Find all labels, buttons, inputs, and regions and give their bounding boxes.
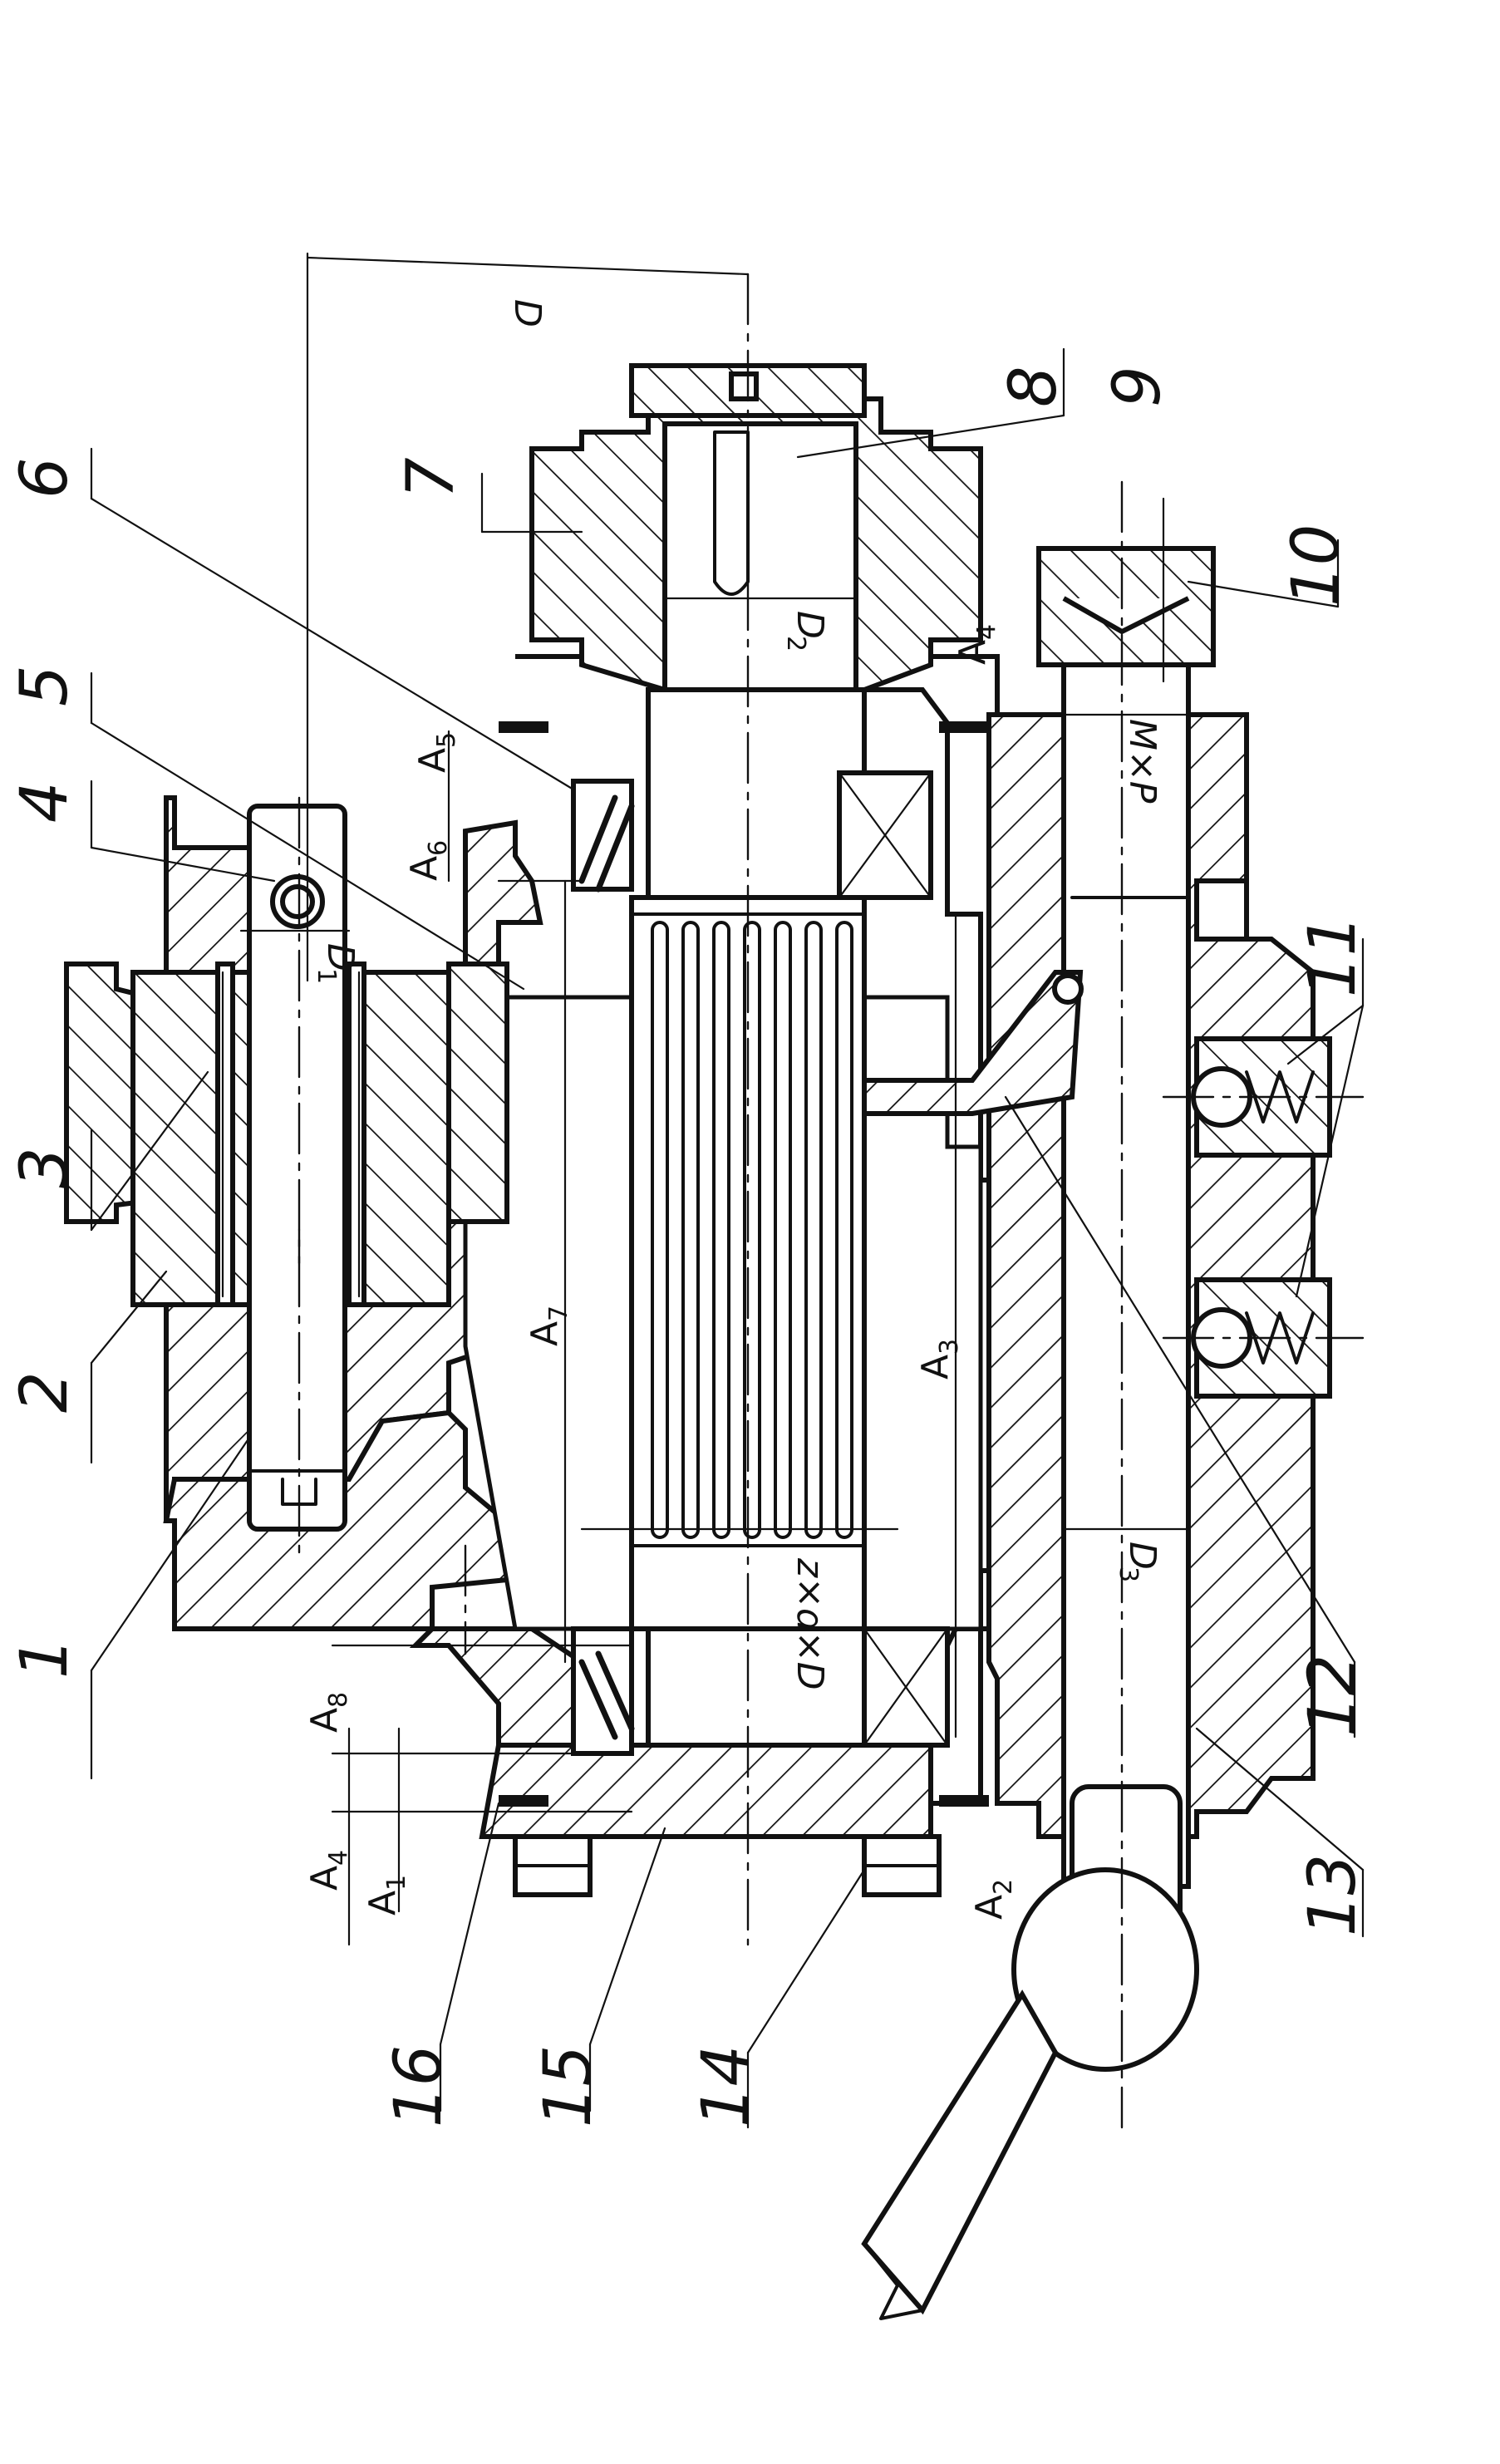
callout-11: 11 bbox=[1296, 915, 1370, 997]
dim-A8-sub: 8 bbox=[324, 1692, 353, 1708]
dim-D1: D bbox=[319, 943, 361, 971]
dim-D3-sub: 3 bbox=[1114, 1566, 1143, 1582]
dim-A3-sub: 3 bbox=[935, 1339, 964, 1355]
callout-9: 9 bbox=[1100, 366, 1175, 407]
seal-rings bbox=[499, 721, 989, 1807]
dimension-lines bbox=[239, 252, 1198, 1946]
callout-5: 5 bbox=[7, 665, 82, 706]
dim-spline: z×d×D bbox=[789, 1557, 831, 1690]
spline-groove bbox=[774, 921, 792, 1539]
dim-D3: D bbox=[1121, 1542, 1163, 1570]
shift-lever bbox=[861, 1784, 1199, 2320]
dim-D2: D bbox=[789, 611, 831, 639]
callout-12: 12 bbox=[1296, 1655, 1370, 1737]
center-lines bbox=[298, 273, 1365, 2129]
callout-1: 1 bbox=[7, 1637, 82, 1679]
lower-bearing bbox=[571, 1626, 950, 1756]
callout-8: 8 bbox=[996, 366, 1071, 407]
callout-13: 13 bbox=[1296, 1854, 1370, 1936]
dim-D2-sub: 2 bbox=[781, 636, 810, 652]
dim-D: D bbox=[506, 299, 548, 327]
callout-10: 10 bbox=[1279, 524, 1354, 607]
callout-2: 2 bbox=[7, 1371, 82, 1413]
plug-bolts bbox=[513, 1834, 942, 1897]
upper-bearing bbox=[571, 687, 933, 900]
spline-groove bbox=[743, 921, 761, 1539]
dim-A7-sub: 7 bbox=[544, 1306, 573, 1321]
spline-grooves bbox=[651, 921, 853, 1539]
spline-groove bbox=[804, 921, 823, 1539]
part-callouts: 1 2 3 4 5 6 7 8 9 10 11 12 13 14 15 16 bbox=[7, 366, 1370, 2127]
dim-A4: A bbox=[952, 640, 994, 665]
dim-A4b: A bbox=[303, 1866, 346, 1891]
callout-15: 15 bbox=[531, 2045, 606, 2127]
dim-A5: A bbox=[411, 748, 454, 773]
callout-7: 7 bbox=[394, 457, 469, 499]
idler-gear-assembly bbox=[64, 804, 509, 1532]
spline-groove bbox=[835, 921, 853, 1539]
dim-A1-sub: 1 bbox=[382, 1875, 411, 1891]
callout-6: 6 bbox=[7, 457, 82, 499]
callout-16: 16 bbox=[381, 2045, 456, 2127]
leader-lines bbox=[90, 347, 1365, 2129]
shift-fork bbox=[862, 970, 1084, 1116]
dim-A8: A bbox=[303, 1708, 346, 1733]
dim-thread: M×P bbox=[1121, 719, 1163, 804]
dim-A2: A bbox=[968, 1895, 1011, 1920]
dim-A3: A bbox=[914, 1355, 957, 1380]
spline-groove bbox=[651, 921, 669, 1539]
dim-A4b-sub: 4 bbox=[324, 1850, 353, 1866]
callout-3: 3 bbox=[7, 1147, 82, 1188]
dim-A1: A bbox=[361, 1891, 404, 1916]
callout-14: 14 bbox=[689, 2045, 764, 2127]
dim-A2-sub: 2 bbox=[989, 1879, 1018, 1895]
dimension-text: D D 1 D 2 D 3 z×d×D M×P A 1 A 2 A 3 A 4 bbox=[303, 299, 1163, 1920]
dim-A5-sub: 5 bbox=[432, 732, 461, 748]
dim-A6: A bbox=[403, 856, 445, 881]
callout-4: 4 bbox=[7, 781, 82, 823]
output-gear bbox=[529, 363, 983, 692]
spline-groove bbox=[681, 921, 700, 1539]
dim-A4-sub: 4 bbox=[972, 624, 1001, 640]
spline-groove bbox=[712, 921, 730, 1539]
dim-A6-sub: 6 bbox=[424, 840, 453, 856]
dim-A7: A bbox=[524, 1321, 566, 1346]
dim-D1-sub: 1 bbox=[312, 968, 341, 984]
